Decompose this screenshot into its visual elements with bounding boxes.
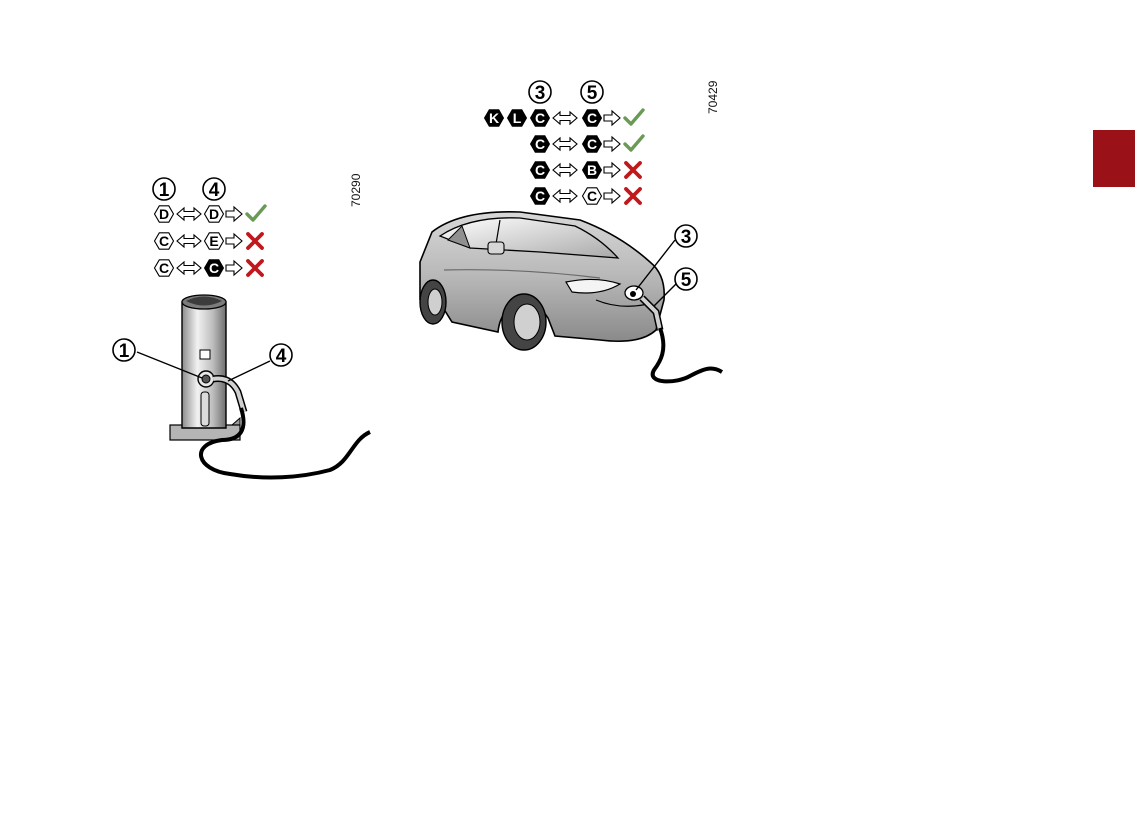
svg-text:5: 5 xyxy=(587,83,598,104)
connector-letter: D xyxy=(209,206,219,222)
connector-symbol-c: C xyxy=(531,136,550,152)
header-callout-3: 3 xyxy=(529,81,551,104)
right-arrow-icon xyxy=(226,234,242,248)
cross-icon xyxy=(248,234,262,248)
svg-text:3: 3 xyxy=(535,83,546,104)
double-arrow-icon xyxy=(177,208,201,220)
connector-letter: C xyxy=(587,136,597,152)
double-arrow-icon xyxy=(177,235,201,247)
connector-symbol-c: C xyxy=(531,110,550,126)
double-arrow-icon xyxy=(553,138,577,150)
right-arrow-icon xyxy=(604,111,620,125)
cross-icon xyxy=(626,163,640,177)
header-callout-1: 1 xyxy=(153,178,175,201)
charging-station-illustration xyxy=(137,295,370,477)
figure-reference-code-left: 70290 xyxy=(349,174,363,207)
header-callout-5: 5 xyxy=(581,81,603,104)
connector-symbol-b: B xyxy=(583,162,602,178)
connector-symbol-d: D xyxy=(155,206,174,222)
right-arrow-icon xyxy=(604,189,620,203)
check-icon xyxy=(625,110,643,124)
right-arrow-icon xyxy=(226,261,242,275)
connector-symbol-c: C xyxy=(531,188,550,204)
svg-text:1: 1 xyxy=(159,180,170,201)
connector-letter: K xyxy=(489,110,499,126)
connector-symbol-k: K xyxy=(485,110,504,126)
connector-letter: B xyxy=(587,162,597,178)
connector-symbol-l: L xyxy=(508,110,527,126)
check-icon xyxy=(625,136,643,150)
check-icon xyxy=(247,206,265,220)
cross-icon xyxy=(626,189,640,203)
connector-symbol-c: C xyxy=(155,260,174,276)
connector-symbol-e: E xyxy=(205,233,224,249)
connector-letter: C xyxy=(587,188,597,204)
car-callout-3: 3 xyxy=(675,225,697,248)
cross-icon xyxy=(248,261,262,275)
connector-letter: C xyxy=(535,110,545,126)
connector-symbol-d: D xyxy=(205,206,224,222)
svg-text:4: 4 xyxy=(209,180,220,201)
svg-text:1: 1 xyxy=(119,341,130,362)
connector-letter: D xyxy=(159,206,169,222)
station-callout-1: 1 xyxy=(113,339,135,362)
connector-letter: L xyxy=(513,110,522,126)
station-callout-4: 4 xyxy=(270,344,292,367)
svg-text:3: 3 xyxy=(681,227,692,248)
connector-letter: C xyxy=(209,260,219,276)
double-arrow-icon xyxy=(177,262,201,274)
chapter-tab-marker xyxy=(1093,130,1135,187)
figure-reference-code-right: 70429 xyxy=(706,81,720,114)
connector-letter: C xyxy=(535,136,545,152)
connector-letter: C xyxy=(159,260,169,276)
svg-text:4: 4 xyxy=(276,346,287,367)
connector-symbol-c: C xyxy=(531,162,550,178)
double-arrow-icon xyxy=(553,190,577,202)
car-callout-5: 5 xyxy=(675,268,697,291)
connector-symbol-c: C xyxy=(155,233,174,249)
svg-text:5: 5 xyxy=(681,270,692,291)
connector-symbol-c: C xyxy=(583,110,602,126)
connector-symbol-c: C xyxy=(583,188,602,204)
right-arrow-icon xyxy=(226,207,242,221)
connector-letter: C xyxy=(535,162,545,178)
connector-letter: C xyxy=(587,110,597,126)
connector-letter: C xyxy=(535,188,545,204)
connector-letter: C xyxy=(159,233,169,249)
right-arrow-icon xyxy=(604,163,620,177)
header-callout-4: 4 xyxy=(203,178,225,201)
double-arrow-icon xyxy=(553,164,577,176)
connector-letter: E xyxy=(209,233,218,249)
connector-symbol-c: C xyxy=(583,136,602,152)
connector-symbol-c: C xyxy=(205,260,224,276)
double-arrow-icon xyxy=(553,112,577,124)
right-arrow-icon xyxy=(604,137,620,151)
